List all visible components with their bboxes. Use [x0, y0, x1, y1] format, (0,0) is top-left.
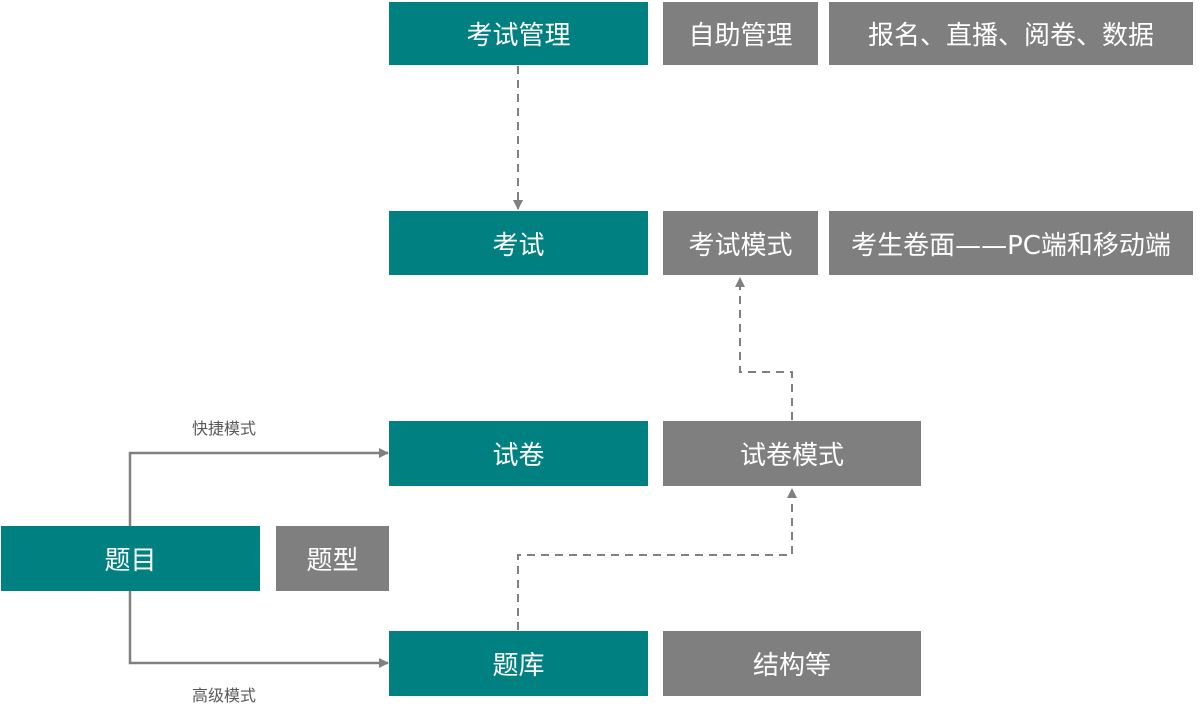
bank-to-paper-mode-arrow	[517, 488, 797, 630]
paper-mode-to-exam-mode-arrow	[735, 277, 793, 420]
advanced-mode-arrow	[128, 591, 389, 668]
quick-mode-label: 快捷模式	[192, 419, 257, 438]
exam-node: 考试	[389, 211, 648, 275]
paper-mode-node: 试卷模式	[663, 421, 921, 486]
self-service-node: 自助管理	[663, 2, 818, 65]
paper-node: 试卷	[389, 421, 648, 486]
question-bank-node: 题库	[389, 631, 648, 696]
exam-management-node: 考试管理	[389, 2, 648, 65]
quick-mode-arrow	[128, 448, 389, 526]
exam-mode-node: 考试模式	[663, 211, 818, 275]
exam-management-detail-node: 报名、直播、阅卷、数据	[829, 2, 1193, 65]
question-type-node: 题型	[276, 526, 389, 591]
question-bank-detail-node: 结构等	[663, 631, 921, 696]
question-node: 题目	[1, 526, 260, 591]
exam-surface-node: 考生卷面——PC端和移动端	[829, 211, 1193, 275]
advanced-mode-label: 高级模式	[192, 686, 257, 705]
